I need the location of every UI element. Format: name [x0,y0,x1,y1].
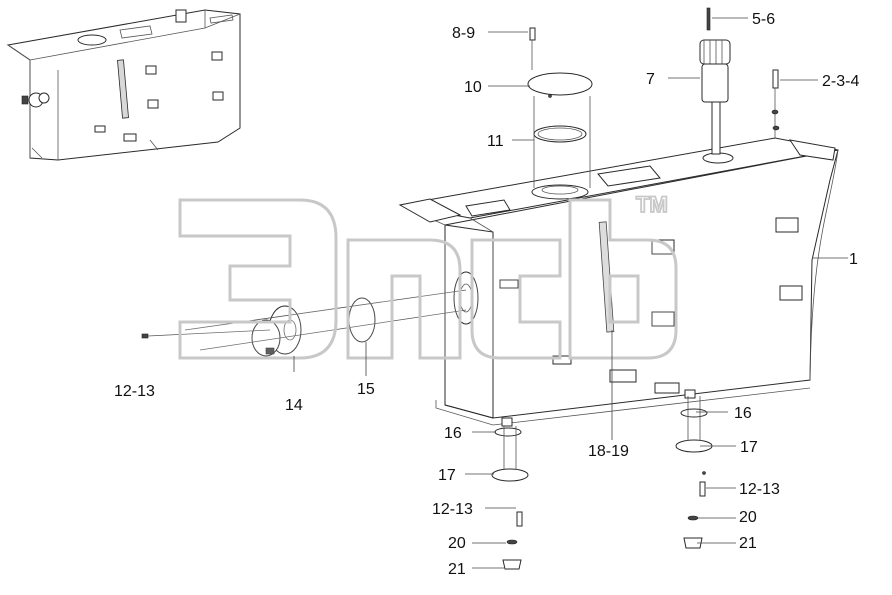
callout-16-left: 16 [444,425,462,442]
callout-12-13-left: 12-13 [114,383,155,400]
callout-labels: 1 2-3-4 5-6 7 8-9 10 11 12-13 12-13 12-1… [114,11,859,578]
callout-18-19: 18-19 [588,443,629,460]
overview-thumbnail [6,9,241,161]
leader-lines [293,17,848,569]
callout-21-right: 21 [739,535,757,552]
callout-15: 15 [357,381,375,398]
callout-1: 1 [849,251,858,268]
watermark-logo: TM [178,191,678,360]
callout-12-13-bottom-right: 12-13 [739,481,780,498]
callout-14: 14 [285,397,303,414]
callout-17-right: 17 [740,439,758,456]
callout-7: 7 [646,71,655,88]
callout-5-6: 5-6 [752,11,775,28]
callout-17-left: 17 [438,467,456,484]
callout-8-9: 8-9 [452,25,475,42]
callout-21-left: 21 [448,561,466,578]
callout-11: 11 [487,133,504,150]
callout-10: 10 [464,79,482,96]
callout-12-13-bottom-left: 12-13 [432,501,473,518]
trademark-label: TM [636,192,668,217]
callout-20-right: 20 [739,509,757,526]
exploded-parts [141,7,780,570]
callout-2-3-4: 2-3-4 [822,73,859,90]
callout-20-left: 20 [448,535,466,552]
callout-16-right: 16 [734,405,752,422]
